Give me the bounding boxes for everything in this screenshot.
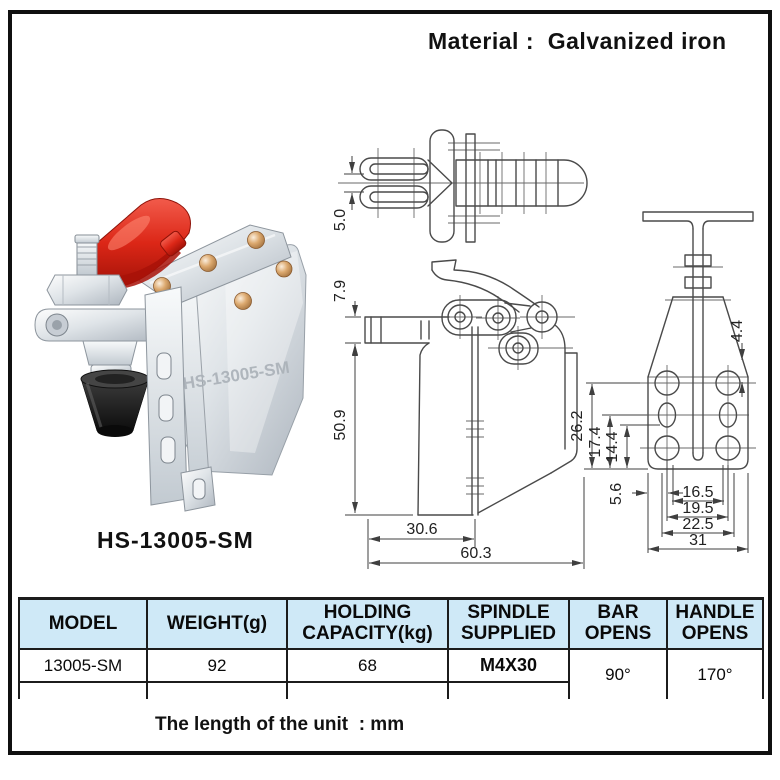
cell-holding-capacity: 68 — [286, 648, 449, 683]
dim-label-side-offset: 5.6 — [608, 483, 625, 505]
dim-label-hole-top-offset: 4.4 — [729, 320, 746, 342]
spec-table-empty-row — [18, 681, 763, 699]
side-view-outline — [364, 259, 578, 516]
drawing-side-view: 7.9 50.9 30.6 60.3 — [332, 259, 585, 569]
model-number-label: HS-13005-SM — [97, 527, 254, 553]
drawing-top-view: 5.0 — [332, 129, 588, 243]
page-frame-border — [8, 10, 772, 755]
dim-label-body-height: 50.9 — [332, 409, 349, 440]
dim-label-height-mid: 17.4 — [587, 426, 604, 457]
col-header-spindle-supplied: SPINDLE SUPPLIED — [447, 597, 570, 650]
rear-view-dim-lines — [584, 343, 749, 553]
rubber-tip — [80, 369, 150, 437]
spindle-arm-assembly — [34, 234, 166, 378]
dim-label-overall-depth: 60.3 — [460, 545, 491, 562]
material-label: Material : Galvanized iron — [428, 28, 727, 54]
dim-label-width-1: 16.5 — [682, 484, 713, 501]
unit-note: The length of the unit : mm — [155, 714, 405, 735]
dim-label-fork-gap: 5.0 — [332, 209, 349, 231]
cell-model: 13005-SM — [18, 648, 148, 683]
dim-label-base-depth: 30.6 — [406, 521, 437, 538]
col-header-handle-opens: HANDLE OPENS — [666, 597, 764, 650]
dim-label-width-overall: 31 — [689, 532, 707, 549]
cell-bar-opens: 90° — [568, 648, 668, 699]
empty-cell — [146, 681, 288, 699]
col-header-weight: WEIGHT(g) — [146, 597, 288, 650]
col-header-holding-capacity: HOLDING CAPACITY(kg) — [286, 597, 449, 650]
top-view-outline — [359, 129, 588, 243]
dim-label-bar-thickness: 7.9 — [332, 280, 349, 302]
empty-cell — [18, 681, 148, 699]
dim-label-height-inner: 14.4 — [604, 431, 621, 462]
mounting-bracket — [144, 286, 216, 512]
dim-label-height-outer: 26.2 — [570, 410, 586, 441]
spec-table-data-row: 13005-SM 92 68 M4X30 90° 170° — [18, 648, 764, 699]
cell-weight: 92 — [146, 648, 288, 683]
dim-label-width-3: 22.5 — [682, 516, 713, 533]
cell-spindle-supplied: M4X30 — [447, 648, 570, 683]
spec-table-header-row: MODEL WEIGHT(g) HOLDING CAPACITY(kg) SPI… — [18, 597, 764, 650]
product-photo: HS-13005-SM — [34, 198, 307, 512]
spec-table: MODEL WEIGHT(g) HOLDING CAPACITY(kg) SPI… — [18, 597, 764, 699]
rear-view-outline — [642, 211, 754, 470]
side-view-dim-lines — [345, 301, 585, 569]
empty-cell — [447, 681, 570, 699]
col-header-model: MODEL — [18, 597, 148, 650]
cell-handle-opens: 170° — [666, 648, 764, 699]
top-view-dim-lines — [344, 156, 364, 210]
drawing-rear-view: 4.4 26.2 17.4 14.4 5.6 16.5 19.5 22.5 31 — [570, 211, 756, 553]
col-header-bar-opens: BAR OPENS — [568, 597, 668, 650]
rivets — [153, 231, 293, 310]
empty-cell — [286, 681, 449, 699]
dim-label-width-2: 19.5 — [682, 500, 713, 517]
top-view-centerlines — [338, 142, 584, 224]
